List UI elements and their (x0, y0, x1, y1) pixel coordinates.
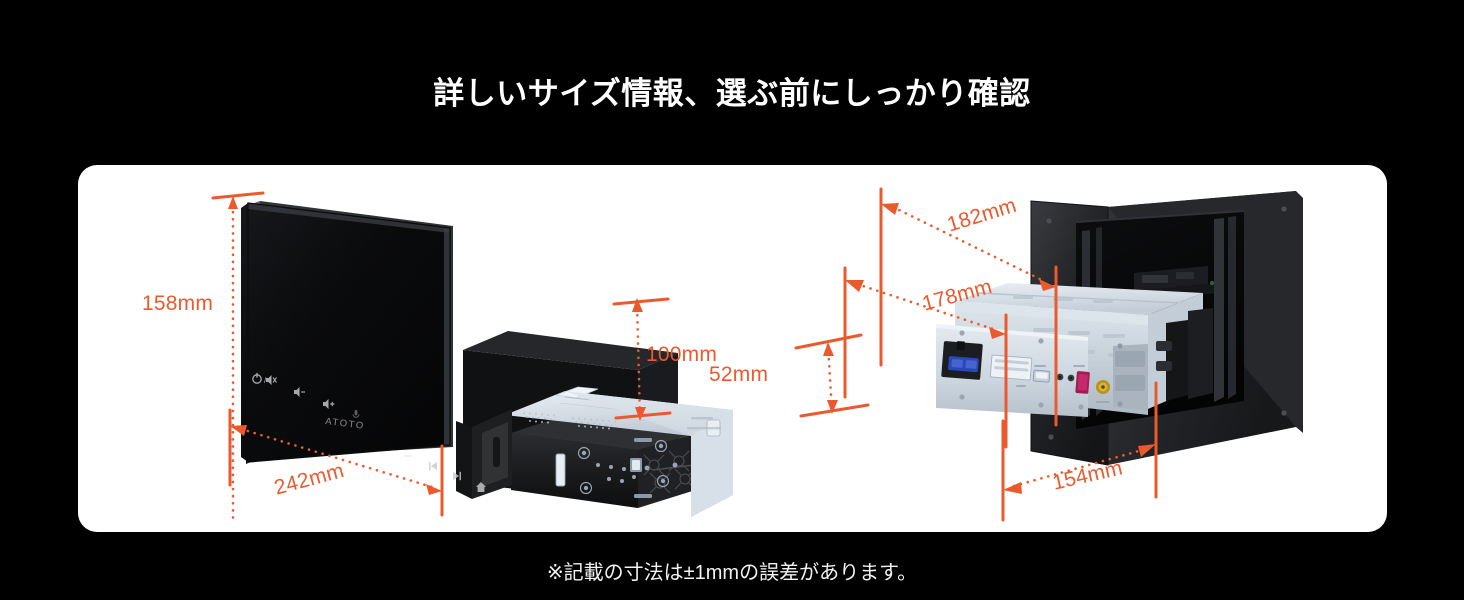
left-brand-label: ATOTO (325, 416, 366, 432)
svg-text:/: / (264, 376, 267, 385)
dim-52mm (794, 333, 870, 418)
dim-242mm (228, 408, 444, 517)
right-product-illustration (936, 191, 1303, 466)
dim-label-100mm: 100mm (646, 343, 718, 366)
diagram-stage: / (78, 165, 1387, 532)
left-product-illustration: / (241, 201, 733, 517)
dim-178mm (843, 266, 1008, 449)
left-screen: / (241, 201, 486, 492)
page-title: 詳しいサイズ情報、選ぶ前にしっかり確認 (433, 76, 1031, 111)
right-connector-face (936, 324, 1110, 417)
dim-label-52mm: 52mm (709, 363, 769, 386)
dim-100mm (612, 297, 672, 421)
footer-note: ※記載の寸法は±1mmの誤差があります。 (546, 562, 918, 584)
product-illustrations: / (211, 187, 1303, 522)
right-metal-chassis (936, 283, 1213, 417)
left-lower-black-block (511, 411, 718, 508)
dim-label-158mm: 158mm (142, 292, 214, 315)
diagram-panel: / (78, 165, 1387, 532)
dim-158mm (211, 191, 265, 522)
dim-154mm (1001, 381, 1158, 522)
dimension-annotations (211, 187, 1158, 522)
dim-182mm (879, 187, 1058, 427)
left-screen-touch-icons: / (252, 373, 486, 492)
left-metal-chassis (505, 386, 733, 517)
